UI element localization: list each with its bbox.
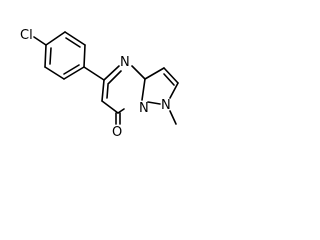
bond-phenyl-6 xyxy=(45,31,66,46)
bond-c-cl xyxy=(33,36,47,46)
bond-c5-n4-double xyxy=(107,70,122,85)
bond-n8-c7 xyxy=(117,108,125,114)
bond-phenyl-double-3 xyxy=(49,47,52,65)
bond-phenyl-5 xyxy=(44,44,47,68)
bond-phenyl-1 xyxy=(64,31,86,46)
bond-n1-n8 xyxy=(147,101,161,105)
bond-phenyl-3 xyxy=(63,66,85,80)
bond-phenyl-4 xyxy=(44,66,65,80)
bond-n-methyl xyxy=(169,110,177,125)
bond-phenyl-2 xyxy=(83,44,86,68)
pyrazole-ring xyxy=(144,67,179,105)
bond-c3a-c3 xyxy=(144,67,165,80)
structure-canvas: Cl N N N O xyxy=(0,0,209,146)
bond-c2-n1 xyxy=(169,82,179,99)
atom-label-n-methyl: N xyxy=(161,98,171,113)
bond-phenyl-double-1 xyxy=(65,37,81,48)
pyrimidinone-ring xyxy=(101,65,146,114)
bond-c3-c2-double xyxy=(163,73,175,86)
bond-c7-c6 xyxy=(101,100,119,114)
atom-label-o: O xyxy=(112,125,122,140)
bond-c5-n4 xyxy=(103,65,120,81)
atom-label-n-bridge: N xyxy=(139,101,149,116)
bond-c3a-n8 xyxy=(141,78,146,101)
bond-c6-c5 xyxy=(101,79,105,102)
bond-phenyl-double-2 xyxy=(63,64,80,75)
atom-label-n-ring: N xyxy=(120,55,130,70)
bond-c3-c2 xyxy=(163,67,179,84)
bond-n4-c3a xyxy=(131,65,146,80)
bond-phenyl-pyrimidine xyxy=(83,66,105,81)
molecule-structure: Cl N N N O xyxy=(20,28,179,140)
atom-label-cl: Cl xyxy=(20,28,33,43)
chlorophenyl-ring xyxy=(44,31,86,80)
bond-c6-c5-double xyxy=(106,84,109,99)
